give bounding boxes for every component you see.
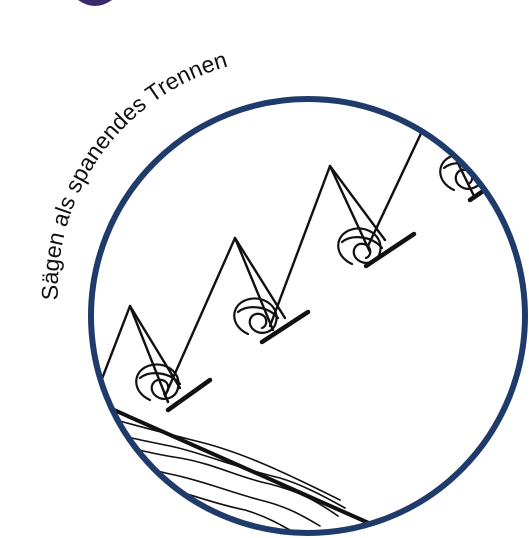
- wood-chip-icon: [136, 154, 484, 400]
- tooth-cutting-edges: [168, 166, 520, 410]
- wood-grain-icon: [92, 415, 345, 538]
- diagram-title: Sägen als spanendes Trennen: [37, 46, 230, 300]
- saw-tooth-icon: [70, 96, 529, 462]
- outer-ring: [91, 99, 525, 533]
- corner-blob-shape: [78, 0, 112, 6]
- workpiece-edge: [92, 398, 108, 500]
